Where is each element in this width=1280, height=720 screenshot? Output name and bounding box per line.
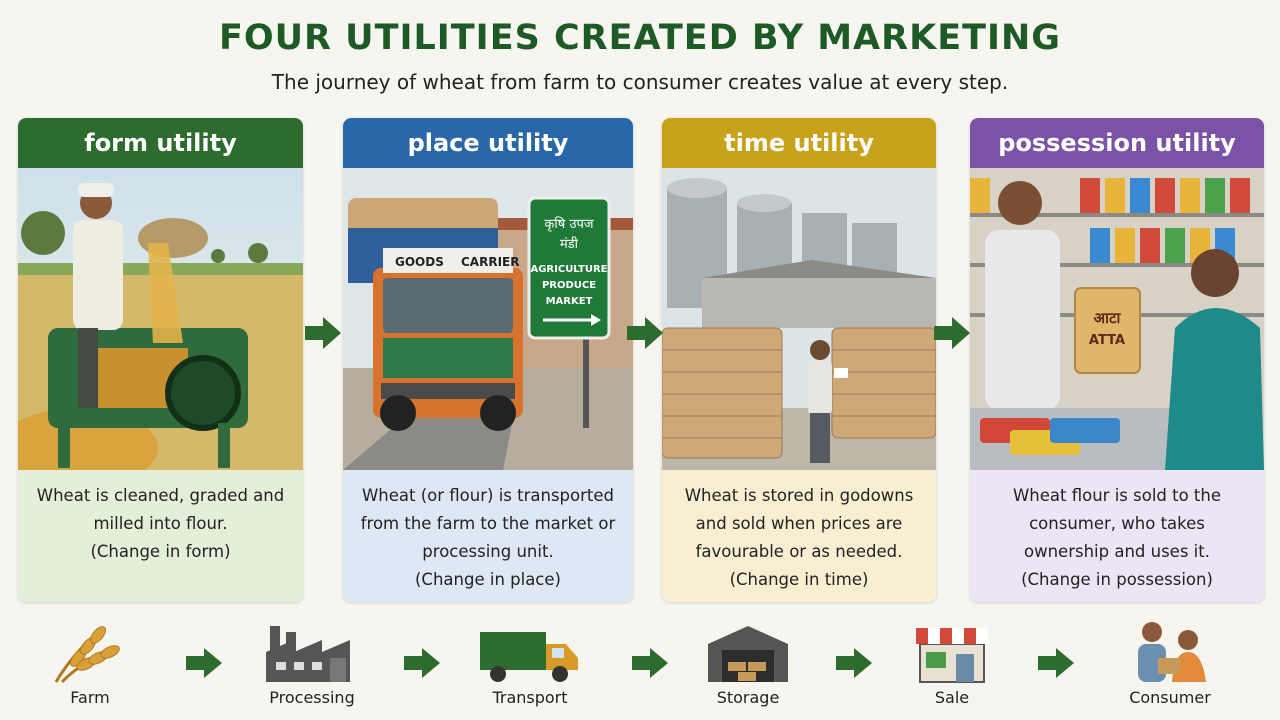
factory-icon <box>266 626 350 682</box>
arrow-right-icon <box>1038 648 1074 678</box>
card-title: time utility <box>662 118 936 168</box>
card-title: possession utility <box>970 118 1264 168</box>
card-body: Wheat is cleaned, graded and milled into… <box>18 470 303 602</box>
card-description: Wheat flour is sold to the consumer, who… <box>1012 486 1222 561</box>
warehouse-icon <box>708 626 788 682</box>
card-title: form utility <box>18 118 303 168</box>
people-icon <box>1138 622 1206 682</box>
flow-label: Transport <box>492 688 568 707</box>
card-time-utility: time utility <box>662 118 936 602</box>
truck-text-carrier: CARRIER <box>461 255 519 269</box>
sign-english-line3: MARKET <box>546 296 593 307</box>
sign-english-line1: AGRICULTURE <box>530 264 607 275</box>
flow-label: Processing <box>269 688 355 707</box>
card-description: Wheat (or flour) is transported from the… <box>360 486 616 561</box>
card-title: place utility <box>343 118 633 168</box>
arrow-right-icon <box>836 648 872 678</box>
card-body: Wheat (or flour) is transported from the… <box>343 470 633 602</box>
arrow-right-icon <box>934 317 970 349</box>
card-note: (Change in possession) <box>1021 570 1213 589</box>
bag-text-english: ATTA <box>1089 333 1125 348</box>
truck-text-goods: GOODS <box>395 255 444 269</box>
arrow-right-icon <box>632 648 668 678</box>
sign-hindi-line2: मंडी <box>560 236 579 252</box>
card-body: Wheat flour is sold to the consumer, who… <box>970 470 1264 602</box>
card-image-truck: GOODS CARRIER कृषि उपज मंडी AGRICULTURE … <box>343 168 633 470</box>
flow-label: Sale <box>934 688 970 707</box>
arrow-right-icon <box>305 317 341 349</box>
card-image-shop: आटा ATTA <box>970 168 1264 470</box>
truck-icon <box>480 632 578 682</box>
arrow-right-icon <box>186 648 222 678</box>
card-form-utility: form utility <box>18 118 303 602</box>
shop-icon <box>916 628 988 683</box>
page-title: FOUR UTILITIES CREATED BY MARKETING <box>218 18 1062 58</box>
sign-english-line2: PRODUCE <box>542 280 596 291</box>
card-image-godown <box>662 168 936 470</box>
card-note: (Change in time) <box>729 570 869 589</box>
arrow-right-icon <box>404 648 440 678</box>
card-image-threshing <box>18 168 303 470</box>
page-subtitle: The journey of wheat from farm to consum… <box>271 70 1009 94</box>
card-place-utility: place utility GOODS CARRIER कृषि उपज <box>343 118 633 602</box>
sign-hindi-line1: कृषि उपज <box>544 216 594 232</box>
card-description: Wheat is stored in godowns and sold when… <box>684 486 914 561</box>
card-note: (Change in place) <box>415 570 561 589</box>
flow-label: Farm <box>70 688 110 707</box>
flow-label: Consumer <box>1129 688 1211 707</box>
card-note: (Change in form) <box>90 542 231 561</box>
card-body: Wheat is stored in godowns and sold when… <box>662 470 936 602</box>
bag-text-hindi: आटा <box>1094 309 1122 327</box>
card-possession-utility: possession utility <box>970 118 1264 602</box>
flow-label: Storage <box>716 688 780 707</box>
card-description: Wheat is cleaned, graded and milled into… <box>36 486 285 533</box>
arrow-right-icon <box>627 317 663 349</box>
wheat-icon <box>54 626 120 684</box>
